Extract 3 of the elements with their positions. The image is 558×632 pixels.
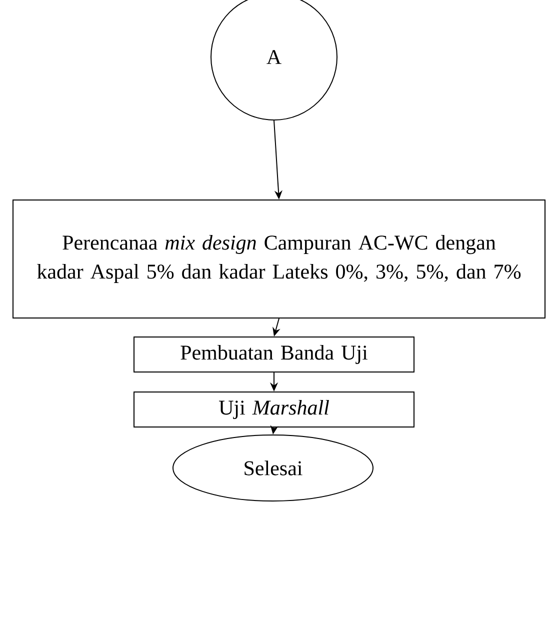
process-box: Pembuatan Banda Uji	[134, 336, 414, 372]
process-box: Uji Marshall	[134, 392, 414, 428]
process-box: Perencanaa mix design Campuran AC-WC dengan kadar Aspal 5% dan kadar Lateks 0%, 3%, 5%, dan 7%	[12, 200, 546, 318]
